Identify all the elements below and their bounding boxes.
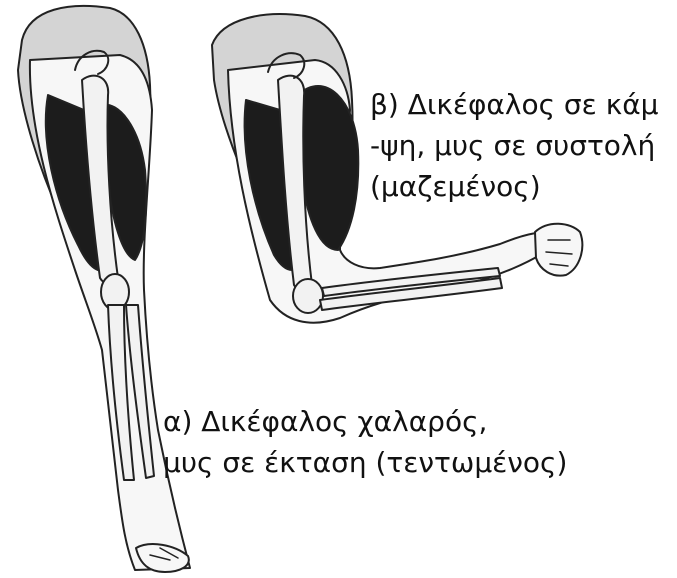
extended-caption: α) Δικέφαλος χαλαρός, μυς σε έκταση (τεν… <box>163 401 567 483</box>
flexed-caption-line2: -ψη, μυς σε συστολή <box>370 125 658 166</box>
flexed-elbow <box>293 279 323 313</box>
extended-caption-line1: α) Δικέφαλος χαλαρός, <box>163 401 567 442</box>
flexed-fist <box>535 224 582 276</box>
flexed-caption-line3: (μαζεμένος) <box>370 166 658 207</box>
flexed-caption: β) Δικέφαλος σε κάμ -ψη, μυς σε συστολή … <box>370 84 658 207</box>
extended-arm-drawing <box>18 6 190 572</box>
extended-caption-line2: μυς σε έκταση (τεντωμένος) <box>163 442 567 483</box>
flexed-caption-line1: β) Δικέφαλος σε κάμ <box>370 84 658 125</box>
